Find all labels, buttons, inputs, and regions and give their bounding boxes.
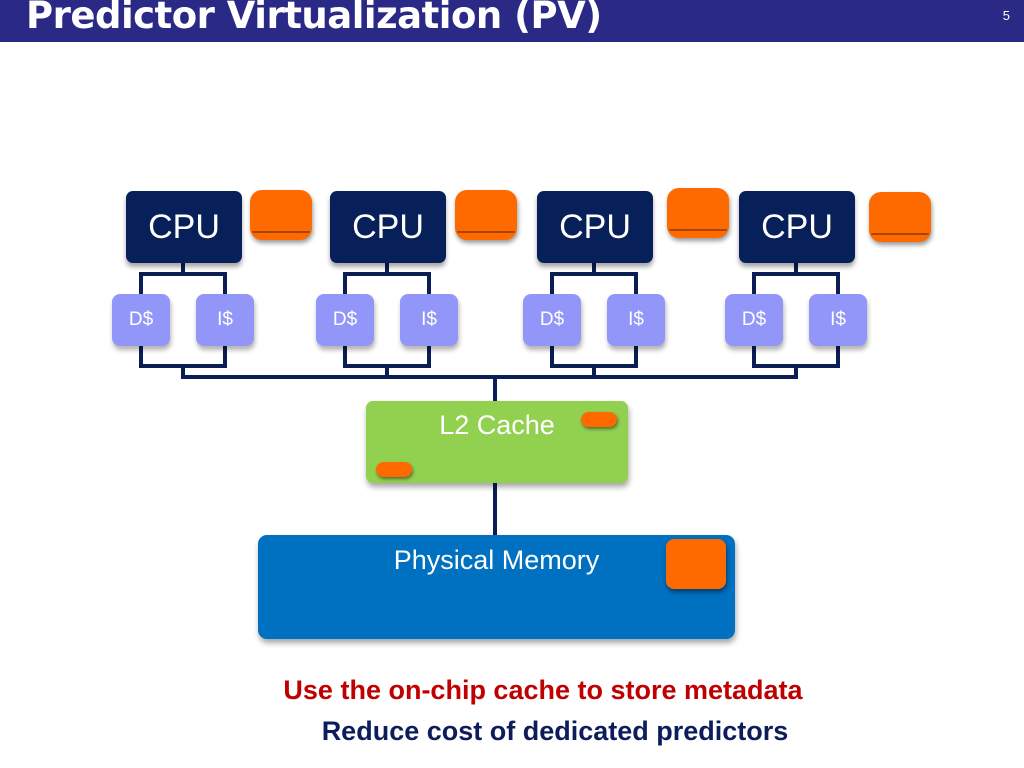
wire-l1-2-to-bus: [550, 344, 638, 379]
caption-line-2: Reduce cost of dedicated predictors: [321, 716, 789, 746]
shared-bus: [181, 375, 798, 403]
virtualized-metadata-block: [376, 462, 412, 477]
wire-cpu3-to-l1: [752, 261, 840, 296]
wire-cpu2-to-l1: [550, 261, 638, 296]
l1-data-cache: D$: [112, 294, 170, 346]
cpu-box: CPU: [126, 191, 242, 263]
wire-l1-0-to-bus: [139, 344, 227, 379]
l1-data-cache: D$: [316, 294, 374, 346]
wire-cpu0-to-l1: [139, 261, 227, 296]
l2-cache-box: L2 Cache: [366, 401, 628, 483]
l1-instruction-cache: I$: [400, 294, 458, 346]
l1-instruction-cache: I$: [607, 294, 665, 346]
l2-cache-label: L2 Cache: [439, 410, 555, 440]
wire-l1-1-to-bus: [343, 344, 431, 379]
wire-cpu1-to-l1: [343, 261, 431, 296]
cpu-box: CPU: [330, 191, 446, 263]
title-bar: [0, 0, 1024, 42]
l1-data-cache: D$: [725, 294, 783, 346]
caption-line-1: Use the on-chip cache to store metadata: [283, 675, 803, 705]
page-number: 5: [1002, 8, 1010, 23]
l1-instruction-cache: I$: [809, 294, 867, 346]
cpu-box: CPU: [739, 191, 855, 263]
predictor-block: [869, 192, 931, 242]
l1-data-cache: D$: [523, 294, 581, 346]
memory-predictor-table: [666, 539, 726, 589]
slide-title: Predictor Virtualization (PV): [26, 0, 602, 37]
physical-memory-label: Physical Memory: [393, 545, 600, 575]
predictor-block: [667, 188, 729, 238]
cpu-box: CPU: [537, 191, 653, 263]
physical-memory-box: Physical Memory: [258, 535, 735, 639]
wire-l1-3-to-bus: [752, 344, 840, 379]
virtualized-metadata-block: [581, 412, 617, 427]
l1-instruction-cache: I$: [196, 294, 254, 346]
predictor-block: [455, 190, 517, 240]
predictor-block: [250, 190, 312, 240]
